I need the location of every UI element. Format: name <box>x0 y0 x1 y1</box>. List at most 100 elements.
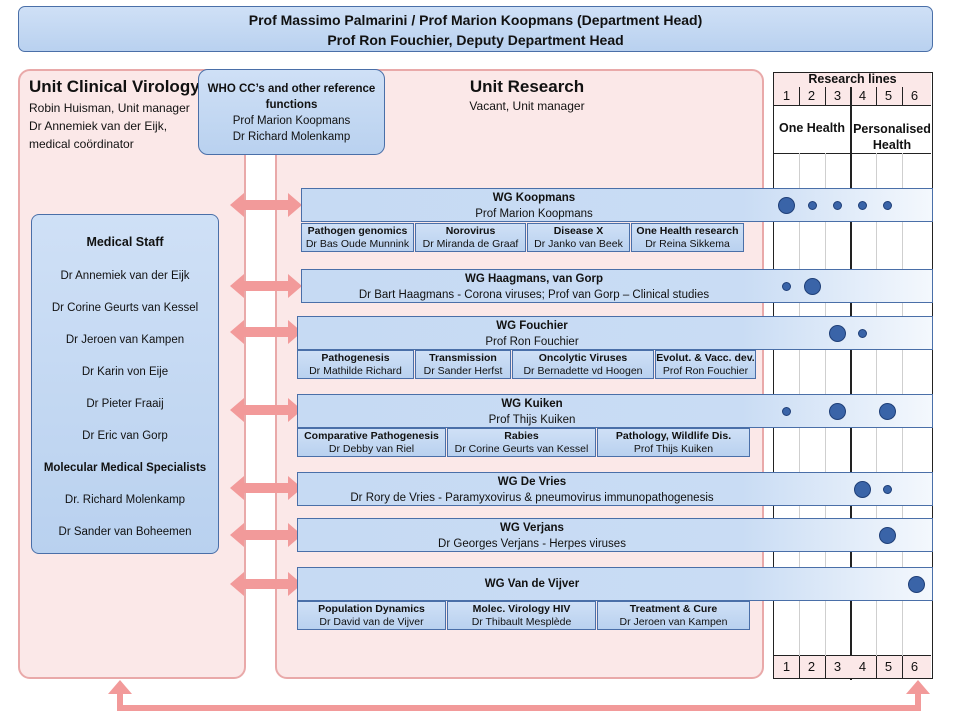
subgroup-box: Pathology, Wildlife Dis.Prof Thijs Kuike… <box>597 428 750 457</box>
research-line-dot <box>882 200 892 210</box>
group-divider <box>850 87 852 680</box>
research-line-number-bottom: 1 <box>782 659 791 674</box>
subgroup-title: Pathogen genomics <box>307 225 408 237</box>
subgroup-lead: Prof Ron Fouchier <box>662 365 749 377</box>
research-line-dot <box>857 200 867 210</box>
research-line-dot <box>882 484 892 494</box>
department-header: Prof Massimo Palmarini / Prof Marion Koo… <box>18 6 933 52</box>
wg-title: WG Van de Vijver <box>484 578 580 590</box>
subgroup-lead: Dr Bas Oude Munnink <box>305 238 410 250</box>
research-line-number: 6 <box>910 88 919 103</box>
bottom-double-arrow <box>108 680 930 711</box>
unit-research-title: Unit Research <box>469 77 585 96</box>
research-line-number-bottom: 3 <box>833 659 842 674</box>
subgroup-title: Transmission <box>429 352 497 364</box>
specialists-title: Molecular Medical Specialists <box>43 462 207 474</box>
research-line-number: 3 <box>833 88 842 103</box>
wg-link-arrow <box>230 572 302 596</box>
wg-title: WG De Vries <box>497 476 567 488</box>
subgroup-lead: Dr Thibault Mesplède <box>471 616 572 628</box>
wg-lead: Dr Georges Verjans - Herpes viruses <box>438 538 626 550</box>
subgroup-lead: Dr Bernadette vd Hoogen <box>523 365 643 377</box>
research-lines-table: Research lines One Health Personalised H… <box>773 72 933 680</box>
subgroup-lead: Dr Sander Herfst <box>423 365 503 377</box>
wg-title: WG Kuiken <box>501 398 563 410</box>
staff-member: Dr Jeroen van Kampen <box>65 334 185 346</box>
research-line-number-bottom: 4 <box>858 659 867 674</box>
medical-staff-title: Medical Staff <box>86 235 164 249</box>
wg-link-arrow <box>230 193 302 217</box>
subgroup-lead: Dr Janko van Beek <box>534 238 623 250</box>
research-line-dot <box>781 406 791 416</box>
research-lines-title: Research lines <box>808 72 897 86</box>
working-group-bar: WG Van de Vijver <box>297 567 933 601</box>
staff-member: Dr Eric van Gorp <box>82 430 168 442</box>
staff-member: Dr Corine Geurts van Kessel <box>51 302 199 314</box>
who-cc-person: Prof Marion Koopmans <box>232 115 351 127</box>
research-line-dot <box>828 402 846 420</box>
unit-research-sub: Vacant, Unit manager <box>469 99 585 113</box>
subgroup-title: Rabies <box>504 430 539 442</box>
wg-link-arrow <box>230 274 302 298</box>
research-line-dot <box>807 200 817 210</box>
clinical-line: medical coördinator <box>29 137 134 151</box>
research-line-dot <box>853 480 871 498</box>
subgroup-lead: Dr Jeroen van Kampen <box>619 616 728 628</box>
research-lines-footer-bg <box>774 656 931 678</box>
header-line-2: Prof Ron Fouchier, Deputy Department Hea… <box>327 32 624 48</box>
research-line-number: 2 <box>807 88 816 103</box>
subgroup-lead: Dr David van de Vijver <box>319 616 424 628</box>
wg-lead: Prof Thijs Kuiken <box>488 414 576 426</box>
group-personalised-health: Personalised Health <box>853 122 931 152</box>
subgroup-lead: Dr Reina Sikkema <box>645 238 730 250</box>
wg-title: WG Verjans <box>500 522 564 534</box>
who-cc-title: WHO CC’s and other reference functions <box>207 83 376 111</box>
research-line-number: 5 <box>884 88 893 103</box>
wg-link-arrow <box>230 320 302 344</box>
subgroup-lead: Dr Debby van Riel <box>328 443 415 455</box>
research-line-number-bottom: 5 <box>884 659 893 674</box>
header-line-1: Prof Massimo Palmarini / Prof Marion Koo… <box>248 12 703 28</box>
subgroup-title: Norovirus <box>445 225 496 237</box>
research-line-number-bottom: 2 <box>807 659 816 674</box>
clinical-line: Robin Huisman, Unit manager <box>29 101 190 115</box>
research-line-dot <box>857 328 867 338</box>
subgroup-lead: Prof Thijs Kuiken <box>633 443 714 455</box>
research-line-dot <box>832 200 842 210</box>
subgroup-box: Evolut. & Vacc. dev.Prof Ron Fouchier <box>655 350 756 379</box>
wg-link-arrow <box>230 398 302 422</box>
research-line-dot <box>828 324 846 342</box>
research-line-dot <box>781 281 791 291</box>
research-line-dot <box>803 277 821 295</box>
subgroup-title: Treatment & Cure <box>629 603 718 615</box>
research-line-dot <box>777 196 795 214</box>
research-line-dot <box>907 575 925 593</box>
research-line-number-bottom: 6 <box>910 659 919 674</box>
research-lines-header-bg <box>774 73 931 105</box>
wg-title: WG Haagmans, van Gorp <box>464 273 604 285</box>
wg-link-arrow <box>230 523 302 547</box>
subgroup-title: Oncolytic Viruses <box>538 352 628 364</box>
group-one-health: One Health <box>779 121 845 135</box>
subgroup-title: Pathogenesis <box>321 352 390 364</box>
wg-lead: Dr Rory de Vries - Paramyxovirus & pneum… <box>350 492 714 504</box>
wg-lead: Dr Bart Haagmans - Corona viruses; Prof … <box>358 289 710 301</box>
working-group-bar: WG De Vries Dr Rory de Vries - Paramyxovi… <box>297 472 933 506</box>
subgroup-title: Evolut. & Vacc. dev. <box>656 352 755 364</box>
subgroup-title: One Health research <box>636 225 739 237</box>
subgroup-lead: Dr Mathilde Richard <box>309 365 402 377</box>
research-line-number: 1 <box>782 88 791 103</box>
subgroup-title: Comparative Pathogenesis <box>304 430 439 442</box>
subgroup-title: Population Dynamics <box>318 603 425 615</box>
staff-member: Dr Karin von Eije <box>81 366 169 378</box>
who-cc-box: WHO CC’s and other reference functions P… <box>198 69 385 155</box>
